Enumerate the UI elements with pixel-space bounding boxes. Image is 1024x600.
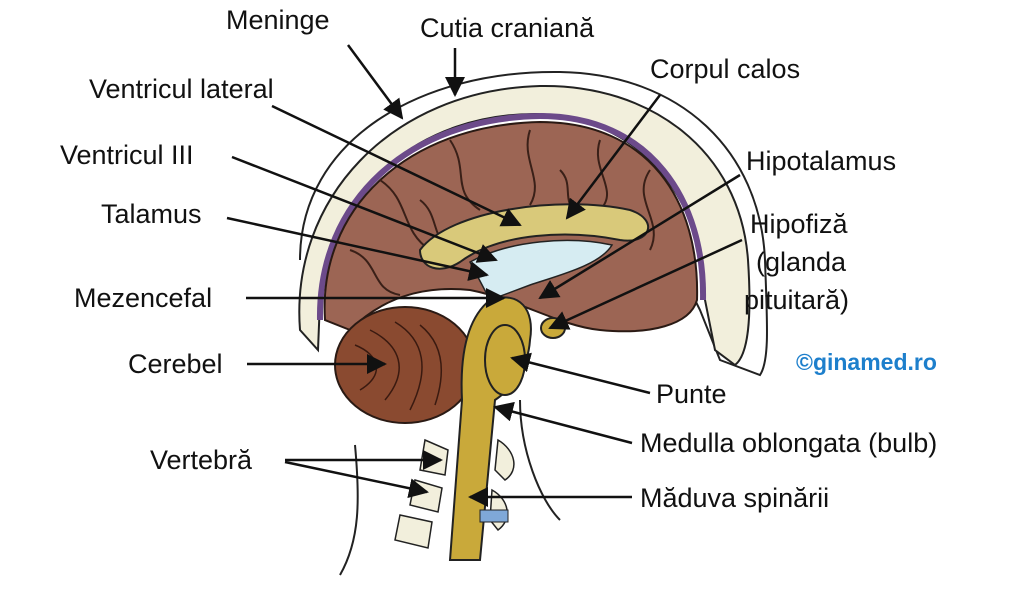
credit-watermark: ©ginamed.ro [796,349,937,375]
arrow-ventricul-lateral [271,104,522,227]
arrow-hipofiza [548,238,743,330]
label-hipofiza-3: pituitară) [744,285,850,315]
gyri-lines [349,129,655,296]
ventricle [468,239,614,301]
label-talamus: Talamus [101,199,202,229]
arrow-punte [510,352,651,395]
label-vertebra: Vertebră [150,445,253,475]
label-ventricul-iii: Ventricul III [60,140,194,170]
arrow-corpul-calos [565,94,661,220]
label-cutia-craniana: Cutia craniană [420,13,595,43]
arrow-meninge [346,44,404,120]
arrow-ventricul-iii [231,155,498,263]
label-punte: Punte [656,379,727,409]
label-hipofiza-2: (glanda [756,247,847,277]
label-hipotalamus: Hipotalamus [746,146,897,176]
arrow-talamus [226,216,489,281]
intervertebral-disc [479,509,509,523]
label-ventricul-lateral: Ventricul lateral [89,74,274,104]
label-meninge: Meninge [226,5,330,35]
head-outline [299,70,769,576]
arrow-hipotalamus [538,173,741,300]
label-hipofiza-1: Hipofiză [750,209,848,239]
leader-arrows [226,44,743,507]
label-corpul-calos: Corpul calos [650,54,801,84]
label-mezencefal: Mezencefal [74,283,213,313]
arrow-vertebra-2 [284,460,429,499]
arrow-medulla [493,401,633,445]
label-cerebel: Cerebel [128,349,223,379]
label-medulla-oblongata: Medulla oblongata (bulb) [640,428,938,458]
label-maduva-spinarii: Măduva spinării [640,483,830,513]
